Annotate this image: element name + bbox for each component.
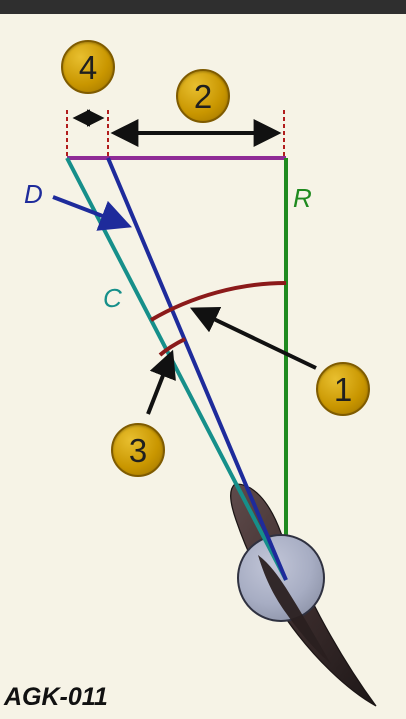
label-c: C xyxy=(103,283,122,313)
callout-3-badge: 3 xyxy=(111,423,165,477)
callout-2-badge: 2 xyxy=(176,69,230,123)
label-d-pointer xyxy=(52,195,132,231)
blue-diagonal-line xyxy=(106,157,288,581)
top-border-bar xyxy=(0,0,406,14)
label-r: R xyxy=(293,183,312,213)
angle-arc-1 xyxy=(149,281,287,322)
callout-1-pointer xyxy=(189,307,317,370)
teal-diagonal-line xyxy=(65,157,288,581)
propeller-hub xyxy=(237,534,325,622)
diagram-code-label: AGK-011 xyxy=(4,683,108,711)
callout-3-pointer xyxy=(146,349,176,415)
label-d: D xyxy=(24,179,43,209)
blade-front-edge xyxy=(258,555,331,664)
callout-1-badge: 1 xyxy=(316,362,370,416)
callout-4-badge: 4 xyxy=(61,40,115,94)
